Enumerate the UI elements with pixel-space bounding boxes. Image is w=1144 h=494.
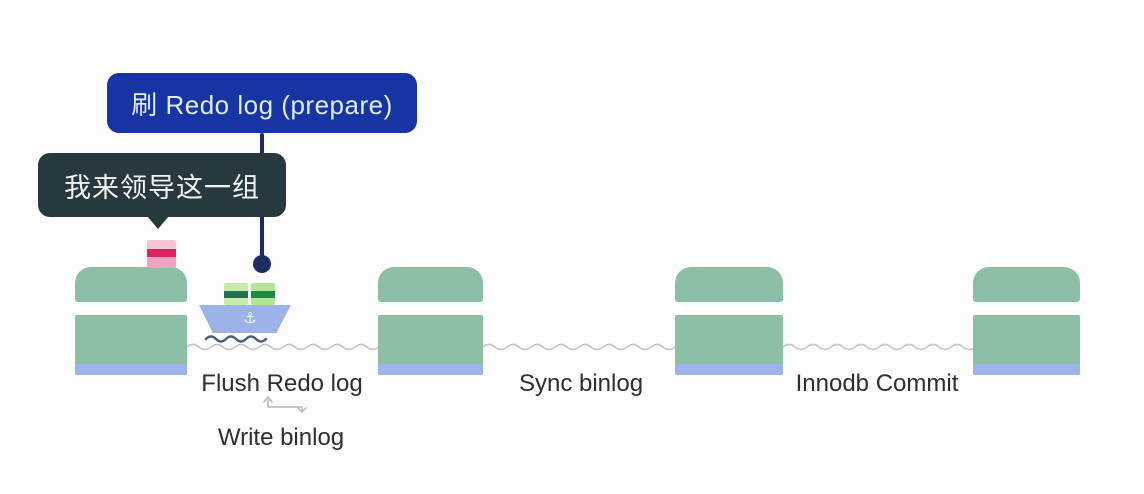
label-sync-binlog: Sync binlog — [518, 370, 644, 397]
label-flush-redo-log: Flush Redo log — [201, 370, 363, 397]
callout-leader: 我来领导这一组 — [38, 153, 286, 229]
pillar-1 — [75, 267, 187, 375]
pillar-4 — [973, 267, 1080, 375]
label-innodb-commit: Innodb Commit — [795, 370, 959, 397]
pillar-body — [378, 315, 483, 375]
sequence-arrow — [263, 395, 307, 414]
pillar-body — [973, 315, 1080, 375]
cargo-box-left — [224, 283, 248, 305]
callout-leader-tail — [147, 216, 169, 229]
pillar-cap — [973, 267, 1080, 302]
pillar-cap — [75, 267, 187, 302]
callout-prepare: 刷 Redo log (prepare) — [107, 73, 417, 133]
pillar-base — [675, 364, 783, 375]
pillar-base — [75, 364, 187, 375]
pillar-body — [75, 315, 187, 375]
pillar-base — [973, 364, 1080, 375]
pillar-cap — [675, 267, 783, 302]
redo-log-block — [147, 240, 176, 268]
boat-hull: ⚓ — [199, 305, 291, 333]
callout-connector-dot — [253, 255, 271, 273]
pillar-base — [378, 364, 483, 375]
label-write-binlog: Write binlog — [217, 424, 345, 451]
boat-wake — [204, 335, 268, 343]
callout-prepare-text: 刷 Redo log (prepare) — [131, 89, 393, 120]
water-wave — [186, 343, 976, 351]
pillar-2 — [378, 267, 483, 375]
cargo-box-right — [251, 283, 275, 305]
pillar-3 — [675, 267, 783, 375]
boat: ⚓ — [199, 283, 291, 333]
anchor-icon: ⚓ — [243, 310, 257, 327]
callout-leader-text: 我来领导这一组 — [64, 172, 260, 203]
pillar-cap — [378, 267, 483, 302]
pillar-body — [675, 315, 783, 375]
